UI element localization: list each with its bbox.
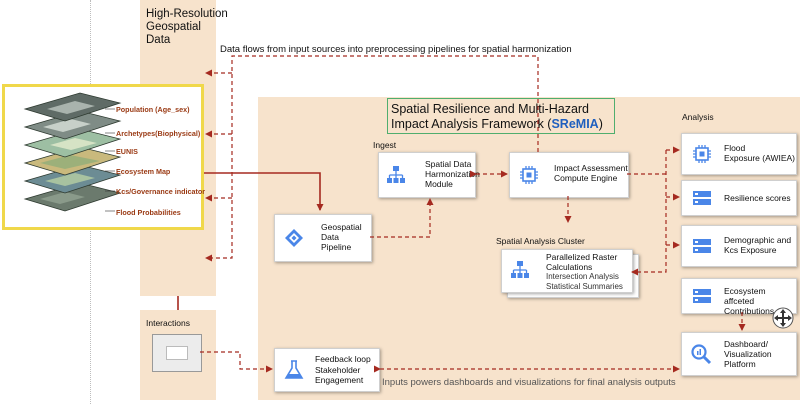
cluster-node[interactable]: Parallelized Raster Calculations Interse… <box>501 249 633 293</box>
geospatial-pipeline-node[interactable]: Geospatial Data Pipeline <box>274 214 372 262</box>
server-icon <box>693 289 711 303</box>
bottom-note: Inputs powers dashboards and visualizati… <box>382 377 676 388</box>
chip-icon <box>520 166 538 184</box>
ecosystem-contributions-node[interactable]: Ecosystem affceted Contributions <box>681 278 797 316</box>
geospatial-layers-panel: Population (Age_sex) Archetypes(Biophysi… <box>2 84 206 230</box>
framework-title: Spatial Resilience and Multi-Hazard Impa… <box>387 98 615 134</box>
server-icon <box>693 239 711 253</box>
demographic-exposure-node[interactable]: Demographic and Kcs Exposure <box>681 225 797 267</box>
framework-title-line2: Impact Analysis Framework (SReMIA) <box>391 117 603 131</box>
flood-exposure-label: Flood Exposure (AWIEA) <box>724 143 796 163</box>
framework-acronym: SReMIA <box>551 117 599 131</box>
interactions-input-field[interactable] <box>166 346 188 360</box>
layer-label-eunis: EUNIS <box>116 147 138 156</box>
interactions-to-feedback-arrow <box>200 351 273 373</box>
feedback-title: Feedback loop <box>315 354 371 364</box>
ingest-label: Ingest <box>373 140 397 150</box>
layer-sheet-1 <box>23 92 122 122</box>
engine-to-source-arrow <box>205 55 539 262</box>
hierarchy-icon <box>511 261 529 278</box>
framework-title-line1: Spatial Resilience and Multi-Hazard <box>391 102 590 116</box>
flask-icon <box>284 360 304 379</box>
demographic-exposure-label: Demographic and Kcs Exposure <box>724 235 792 255</box>
layer-leader-lines <box>105 108 115 212</box>
chip-icon <box>693 145 711 163</box>
cluster-subtitle: Intersection Analysis Statistical Summar… <box>546 272 623 291</box>
layer-label-flood: Flood Probabilities <box>116 208 181 217</box>
flood-exposure-node[interactable]: Flood Exposure (AWIEA) <box>681 133 797 175</box>
analysis-bus-vertical <box>631 150 667 276</box>
cluster-label: Spatial Analysis Cluster <box>496 236 585 246</box>
move-cursor-icon <box>772 307 794 329</box>
layer-label-population: Population (Age_sex) <box>116 105 190 114</box>
magnifier-icon <box>691 344 712 365</box>
layers-to-pipeline-arrow <box>204 172 324 211</box>
dashboard-node[interactable]: Dashboard/ Visualization Platform <box>681 332 797 376</box>
top-note: Data flows from input sources into prepr… <box>220 44 572 55</box>
resilience-scores-node[interactable]: Resilience scores <box>681 180 797 216</box>
feedback-loop-node[interactable]: Feedback loop Stakeholder Engagement <box>274 348 380 392</box>
source-zone-title: High-Resolution Geospatial Data <box>146 8 228 46</box>
layer-stack-graphic <box>23 92 122 212</box>
analysis-label: Analysis <box>682 112 714 122</box>
harmonization-node[interactable]: Spatial Data Harmonization Module <box>378 152 480 198</box>
feedback-subtitle: Stakeholder Engagement <box>315 365 364 385</box>
interactions-label: Interactions <box>146 318 190 328</box>
pipeline-icon <box>285 229 303 247</box>
impact-engine-node[interactable]: Impact Assessment Compute Engine <box>509 152 629 198</box>
pipeline-to-harmonization-arrow <box>370 198 434 238</box>
hierarchy-icon <box>387 166 405 183</box>
impact-engine-label: Impact Assessment Compute Engine <box>554 163 628 183</box>
layer-label-archetypes: Archetypes(Biophysical) <box>116 129 201 138</box>
layer-label-ecosystem: Ecosystem Map <box>116 167 171 176</box>
layer-label-governance: Kcs/Governance indicator <box>116 187 206 196</box>
resilience-scores-label: Resilience scores <box>724 193 791 203</box>
ecosystem-contributions-label: Ecosystem affceted Contributions <box>724 286 775 316</box>
pipeline-label: Geospatial Data Pipeline <box>321 222 362 252</box>
harmonization-label: Spatial Data Harmonization Module <box>425 159 480 189</box>
server-icon <box>693 191 711 205</box>
dashboard-label: Dashboard/ Visualization Platform <box>724 339 772 369</box>
cluster-title: Parallelized Raster Calculations <box>546 252 618 272</box>
